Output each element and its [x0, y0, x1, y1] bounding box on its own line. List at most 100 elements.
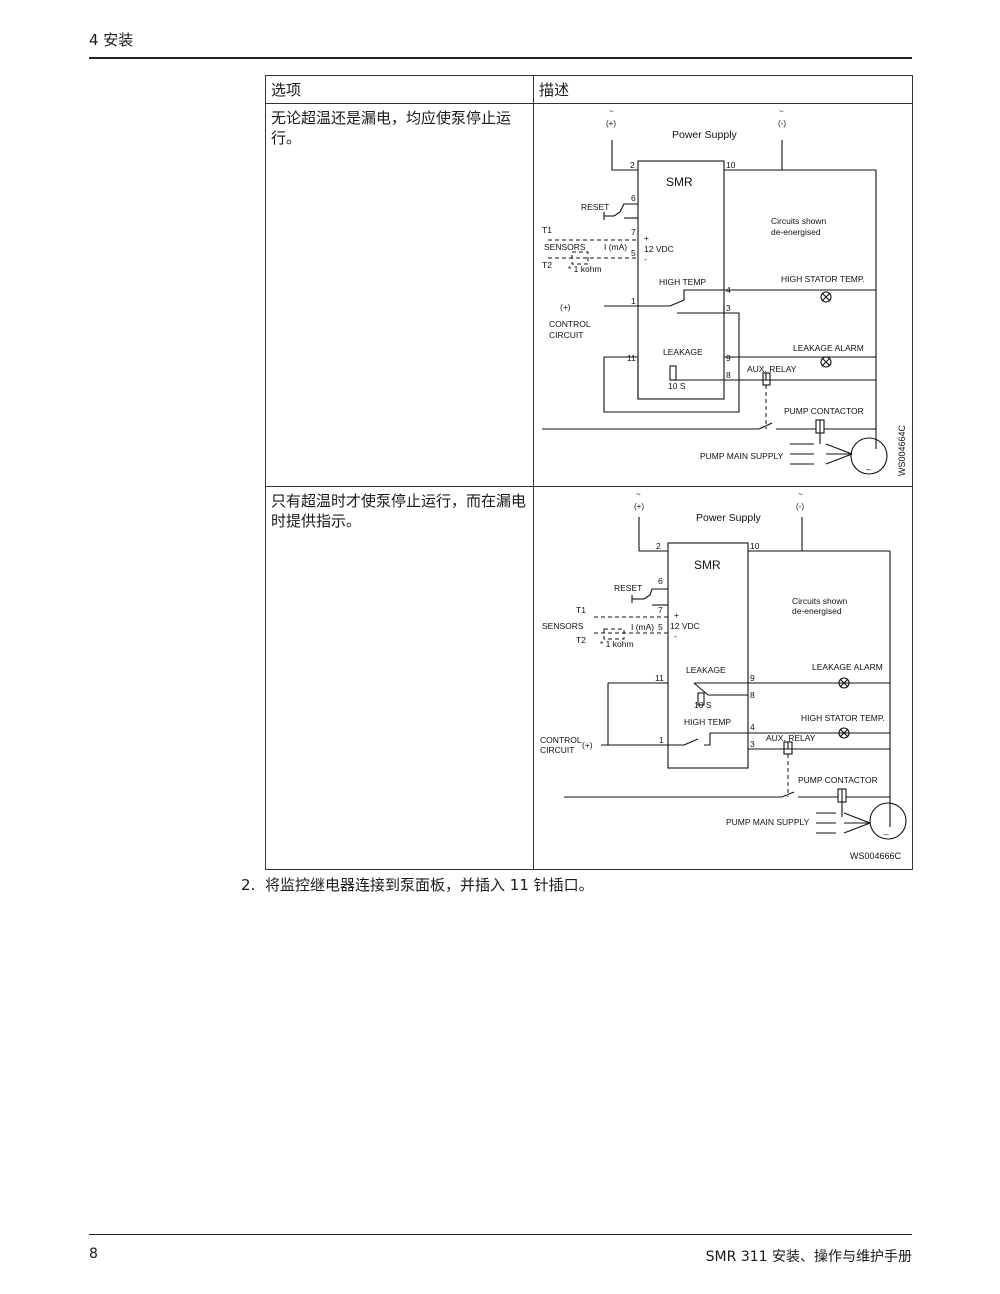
footer-rule [89, 1234, 912, 1235]
power-supply-label: Power Supply [672, 129, 738, 141]
option-text: 只有超温时才使泵停止运行，而在漏电时提供指示。 [265, 486, 534, 870]
section-heading: 4 安装 [89, 31, 134, 49]
pump-contactor-label: PUMP CONTACTOR [784, 406, 864, 416]
pin-label: 9 [750, 673, 755, 683]
kohm-label: * 1 kohm [568, 264, 602, 274]
aux-relay-label: AUX. RELAY [747, 364, 797, 374]
pin-label: 9 [726, 353, 731, 363]
drawing-code: WS004666C [850, 851, 902, 861]
high-temp-label: HIGH TEMP [684, 717, 731, 727]
high-stator-label: HIGH STATOR TEMP. [801, 713, 885, 723]
ac-symbol: ~ [798, 490, 803, 499]
wiring-diagram-overtemp-stop-leakage-indicate: ~ (+) ~ (-) Power Supply SMR 2 10 6 RESE… [540, 490, 907, 861]
control-plus-label: (+) [582, 740, 593, 750]
wiring-diagram-cell: ~ (+) ~ (-) Power Supply SMR 2 10 6 RESE… [533, 486, 913, 870]
pin-label: 6 [658, 576, 663, 586]
reset-label: RESET [581, 202, 609, 212]
smr-label: SMR [666, 175, 693, 189]
drawing-code: WS004664C [897, 424, 907, 476]
leakage-label: LEAKAGE [686, 665, 726, 675]
instruction-step: 2. 将监控继电器连接到泵面板，并插入 11 针插口。 [241, 874, 594, 895]
current-label: I (mA) [631, 622, 654, 632]
minus-pin-label: - [674, 631, 677, 641]
leakage-alarm-label: LEAKAGE ALARM [812, 662, 883, 672]
plus-pin-label: + [674, 610, 679, 620]
minus-label: (-) [796, 502, 804, 511]
circuits-note: de-energised [792, 606, 842, 616]
column-header-description: 描述 [533, 75, 913, 104]
delay-label: 10 S [694, 700, 712, 710]
plus-label: (+) [634, 502, 644, 511]
pin-label: 5 [631, 248, 636, 258]
option-text: 无论超温还是漏电，均应使泵停止运行。 [265, 103, 534, 487]
table-header-row: 选项 描述 [265, 75, 913, 104]
pump-main-supply-label: PUMP MAIN SUPPLY [726, 817, 810, 827]
step-number: 2. [241, 876, 256, 894]
delay-label: 10 S [668, 381, 686, 391]
t1-label: T1 [576, 605, 586, 615]
pin-label: 1 [631, 296, 636, 306]
table-row: 只有超温时才使泵停止运行，而在漏电时提供指示。 [265, 486, 913, 870]
t2-label: T2 [576, 635, 586, 645]
pump-contactor-label: PUMP CONTACTOR [798, 775, 878, 785]
pin-label: 2 [656, 541, 661, 551]
sensors-label: SENSORS [544, 242, 586, 252]
header-rule [89, 57, 912, 59]
control-label: CONTROL [549, 319, 591, 329]
ac-symbol: ~ [779, 107, 784, 116]
vdc-label: 12 VDC [644, 244, 674, 254]
pin-label: 7 [658, 605, 663, 615]
pin-label: 8 [726, 370, 731, 380]
power-supply-label: Power Supply [696, 512, 762, 524]
high-temp-label: HIGH TEMP [659, 277, 706, 287]
wiring-diagram-cell: ~ (+) ~ (-) Power Supply SMR 2 10 6 RESE… [533, 103, 913, 487]
pump-main-supply-label: PUMP MAIN SUPPLY [700, 451, 784, 461]
pin-label: 3 [750, 739, 755, 749]
pin-label: 11 [655, 673, 664, 683]
page-number: 8 [89, 1246, 98, 1262]
pin-label: 2 [630, 160, 635, 170]
sensors-label: SENSORS [542, 621, 584, 631]
current-label: I (mA) [604, 242, 627, 252]
manual-title: SMR 311 安装、操作与维护手册 [705, 1249, 912, 1265]
ac-symbol: ~ [636, 490, 641, 499]
motor-label: – [884, 829, 889, 839]
smr-label: SMR [694, 558, 721, 572]
control-label: CONTROL [540, 735, 582, 745]
vdc-label: 12 VDC [670, 621, 700, 631]
step-text: 将监控继电器连接到泵面板，并插入 11 针插口。 [265, 876, 594, 894]
pin-label: 4 [726, 285, 731, 295]
table-row: 无论超温还是漏电，均应使泵停止运行。 [265, 103, 913, 487]
leakage-label: LEAKAGE [663, 347, 703, 357]
minus-label: (-) [778, 119, 786, 128]
circuits-note: de-energised [771, 227, 821, 237]
pin-label: 3 [726, 303, 731, 313]
pin-label: 10 [750, 541, 760, 551]
circuits-note: Circuits shown [792, 596, 848, 606]
leakage-alarm-label: LEAKAGE ALARM [793, 343, 864, 353]
pin-label: 11 [627, 353, 636, 363]
motor-label: – [866, 464, 871, 474]
pin-label: 8 [750, 690, 755, 700]
reset-label: RESET [614, 583, 642, 593]
options-table: 选项 描述 无论超温还是漏电，均应使泵停止运行。 [265, 75, 913, 870]
high-stator-label: HIGH STATOR TEMP. [781, 274, 865, 284]
column-header-option: 选项 [265, 75, 534, 104]
kohm-label: * 1 kohm [600, 639, 634, 649]
minus-pin-label: - [644, 254, 647, 264]
wiring-diagram-overtemp-and-leakage-stop: ~ (+) ~ (-) Power Supply SMR 2 10 6 RESE… [542, 107, 907, 476]
pin-label: 7 [631, 227, 636, 237]
control-plus-label: (+) [560, 302, 571, 312]
ac-symbol: ~ [609, 107, 614, 116]
pin-label: 6 [631, 193, 636, 203]
pin-label: 1 [659, 735, 664, 745]
t1-label: T1 [542, 225, 552, 235]
pin-label: 4 [750, 722, 755, 732]
pin-label: 10 [726, 160, 736, 170]
circuits-note: Circuits shown [771, 216, 827, 226]
control-label: CIRCUIT [549, 330, 583, 340]
t2-label: T2 [542, 260, 552, 270]
aux-relay-label: AUX. RELAY [766, 733, 816, 743]
plus-pin-label: + [644, 233, 649, 243]
plus-label: (+) [606, 119, 616, 128]
